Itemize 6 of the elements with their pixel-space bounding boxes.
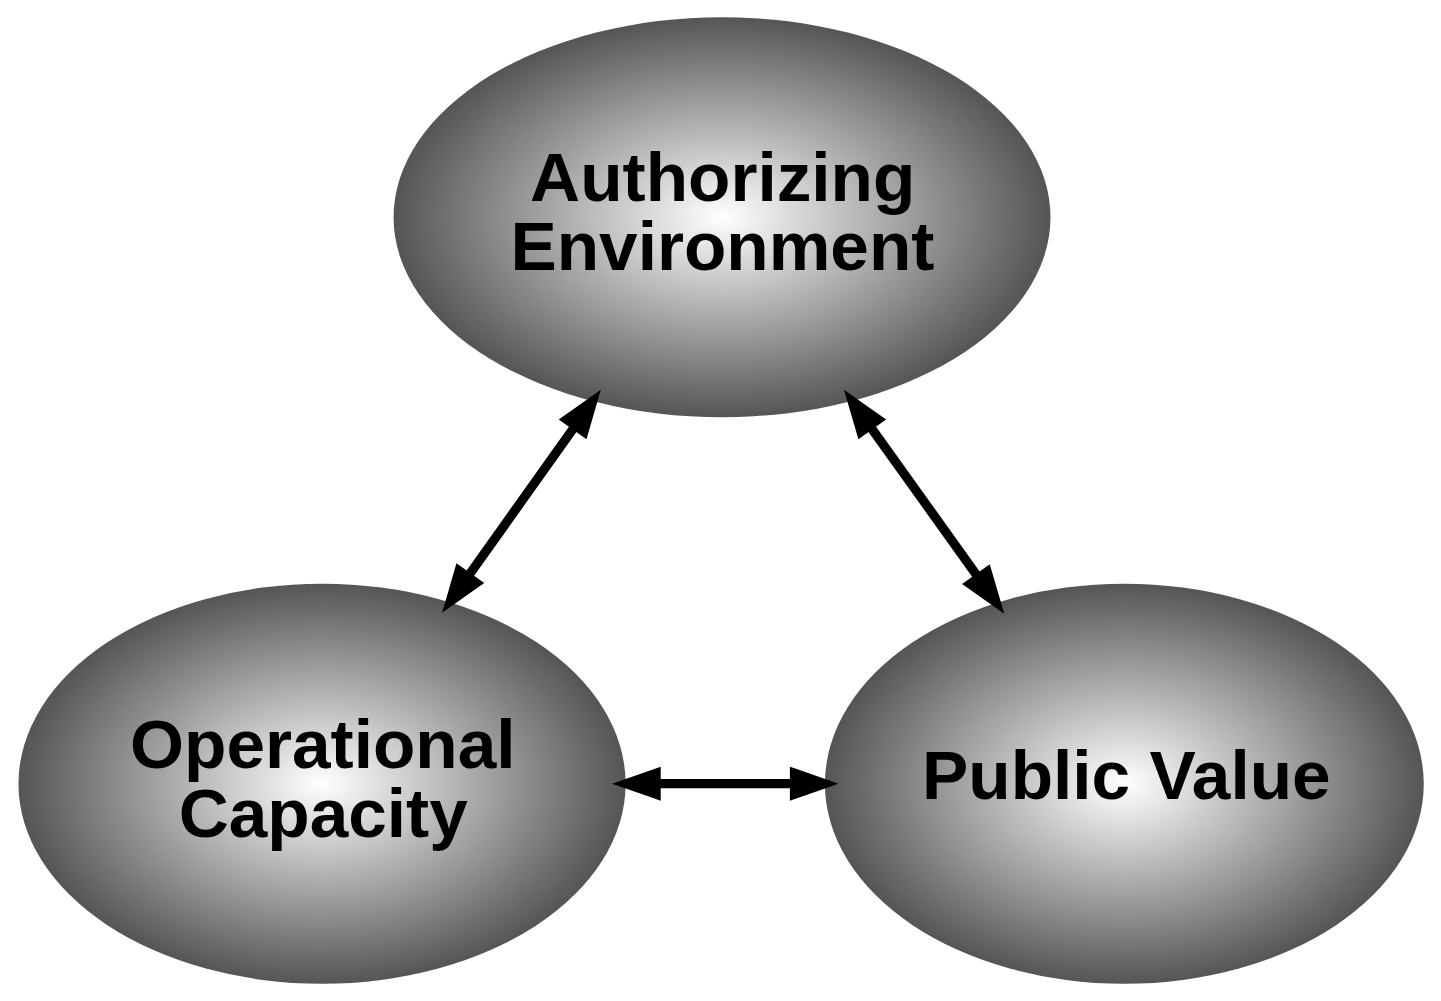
arrow [441,389,601,613]
arrow [843,389,1004,614]
arrow [611,766,839,801]
node-ellipse: Public Value [824,583,1424,984]
node-ellipse: Operational Capacity [18,583,626,984]
node-ellipse: Authorizing Environment [393,17,1050,418]
